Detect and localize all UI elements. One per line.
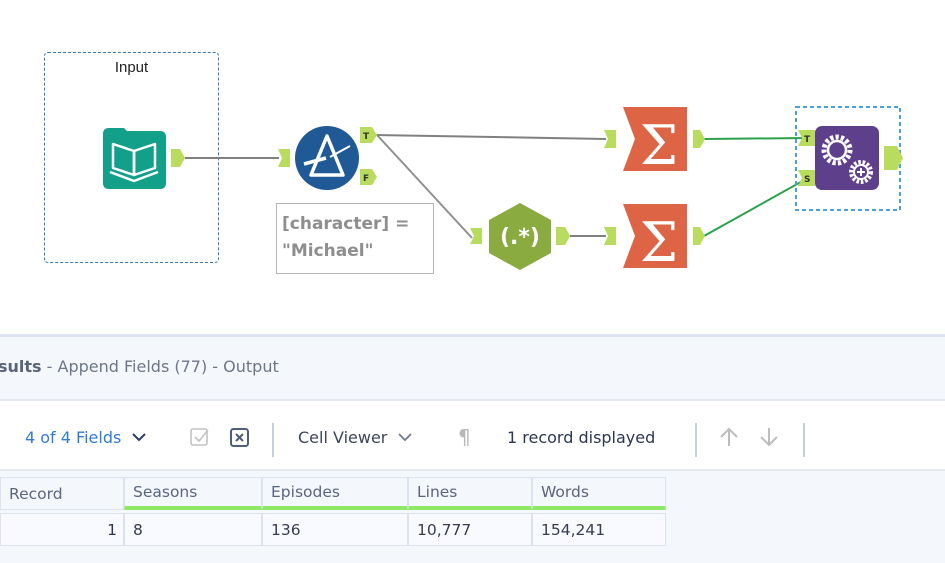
column-header-lines[interactable]: Lines bbox=[408, 477, 532, 510]
filter-input-anchor[interactable] bbox=[278, 149, 290, 167]
cell-lines[interactable]: 10,777 bbox=[408, 513, 532, 546]
column-header-episodes[interactable]: Episodes bbox=[262, 477, 408, 510]
filter-tool[interactable] bbox=[295, 126, 359, 190]
toolbar-divider bbox=[803, 423, 805, 457]
summarize2-output-anchor[interactable] bbox=[693, 227, 705, 245]
book-icon bbox=[109, 142, 159, 183]
summarize1-input-anchor[interactable] bbox=[604, 130, 616, 148]
checkbox-x-icon bbox=[230, 428, 249, 447]
deselect-all-checkbox[interactable] bbox=[229, 401, 251, 473]
regex-icon: (.*) bbox=[500, 225, 540, 250]
regex-tool[interactable]: (.*) bbox=[489, 203, 551, 270]
connection-filter-true-to-regex[interactable] bbox=[376, 134, 473, 239]
row-number[interactable]: 1 bbox=[0, 513, 124, 546]
filter-true-anchor[interactable]: T bbox=[360, 127, 377, 143]
records-count: 1 record displayed bbox=[507, 427, 656, 447]
append-target-anchor[interactable]: T bbox=[798, 130, 815, 146]
sigma-icon: Σ bbox=[640, 211, 678, 274]
anchor-label-t: T bbox=[363, 132, 370, 142]
summarize2-input-anchor[interactable] bbox=[604, 227, 616, 245]
connection-summarize1-to-append-target[interactable] bbox=[703, 137, 809, 140]
workflow-canvas[interactable]: Input bbox=[0, 0, 945, 334]
column-header-words[interactable]: Words bbox=[532, 477, 666, 510]
chevron-down-icon bbox=[398, 433, 413, 442]
toolbar-divider bbox=[272, 423, 274, 457]
regex-input-anchor[interactable] bbox=[470, 228, 482, 244]
fields-dropdown-label: 4 of 4 Fields bbox=[25, 427, 122, 447]
filter-annotation: [character] = "Michael" bbox=[276, 203, 434, 274]
results-toolbar: 4 of 4 Fields Cell Viewer ¶ bbox=[0, 399, 945, 471]
summarize-tool-1[interactable]: Σ bbox=[623, 107, 687, 177]
arrow-down-icon bbox=[760, 428, 778, 447]
pilcrow-icon[interactable]: ¶ bbox=[458, 425, 471, 449]
filter-false-anchor[interactable]: F bbox=[360, 169, 377, 185]
regex-output-anchor[interactable] bbox=[556, 227, 570, 245]
fields-dropdown[interactable]: 4 of 4 Fields bbox=[25, 401, 147, 473]
anchor-label-t: T bbox=[804, 135, 811, 145]
column-header-seasons[interactable]: Seasons bbox=[124, 477, 262, 510]
connection-summarize2-to-append-source[interactable] bbox=[703, 177, 809, 237]
gears-plus-icon bbox=[821, 134, 873, 184]
previous-button[interactable] bbox=[718, 401, 740, 473]
container-title: Input bbox=[114, 59, 149, 76]
connection-filter-true-to-summarize1[interactable] bbox=[376, 134, 607, 140]
sigma-icon: Σ bbox=[640, 114, 678, 177]
results-title-source: - Append Fields (77) - Output bbox=[41, 357, 279, 376]
input-data-tool[interactable] bbox=[103, 128, 166, 189]
select-all-checkbox[interactable] bbox=[189, 401, 211, 473]
checkbox-check-icon bbox=[190, 428, 209, 446]
annotation-line-1: [character] = bbox=[282, 214, 410, 234]
anchor-label-f: F bbox=[363, 174, 369, 184]
filter-prism-icon bbox=[303, 134, 351, 177]
summarize-tool-2[interactable]: Σ bbox=[623, 204, 687, 274]
append-source-anchor[interactable]: S bbox=[798, 170, 815, 186]
cell-seasons[interactable]: 8 bbox=[124, 513, 262, 546]
column-header-record[interactable]: Record bbox=[0, 477, 124, 510]
cell-episodes[interactable]: 136 bbox=[262, 513, 408, 546]
toolbar-divider bbox=[695, 423, 697, 457]
arrow-up-icon bbox=[720, 427, 738, 446]
input-output-anchor[interactable] bbox=[171, 149, 185, 167]
cell-words[interactable]: 154,241 bbox=[532, 513, 666, 546]
results-title-bold: sults bbox=[0, 357, 42, 376]
append-fields-tool[interactable] bbox=[815, 126, 879, 190]
anchor-label-s: S bbox=[804, 175, 810, 185]
next-button[interactable] bbox=[758, 401, 780, 473]
annotation-line-2: "Michael" bbox=[282, 241, 374, 261]
results-title: sults - Append Fields (77) - Output bbox=[0, 357, 279, 376]
connections-layer: T F (.*) Σ Σ bbox=[103, 106, 903, 274]
results-panel: sults - Append Fields (77) - Output 4 of… bbox=[0, 334, 945, 563]
cell-viewer-dropdown[interactable]: Cell Viewer bbox=[298, 401, 413, 473]
cell-viewer-label: Cell Viewer bbox=[298, 427, 388, 447]
append-output-anchor[interactable] bbox=[884, 146, 903, 170]
chevron-down-icon bbox=[132, 433, 147, 442]
summarize1-output-anchor[interactable] bbox=[693, 130, 705, 148]
